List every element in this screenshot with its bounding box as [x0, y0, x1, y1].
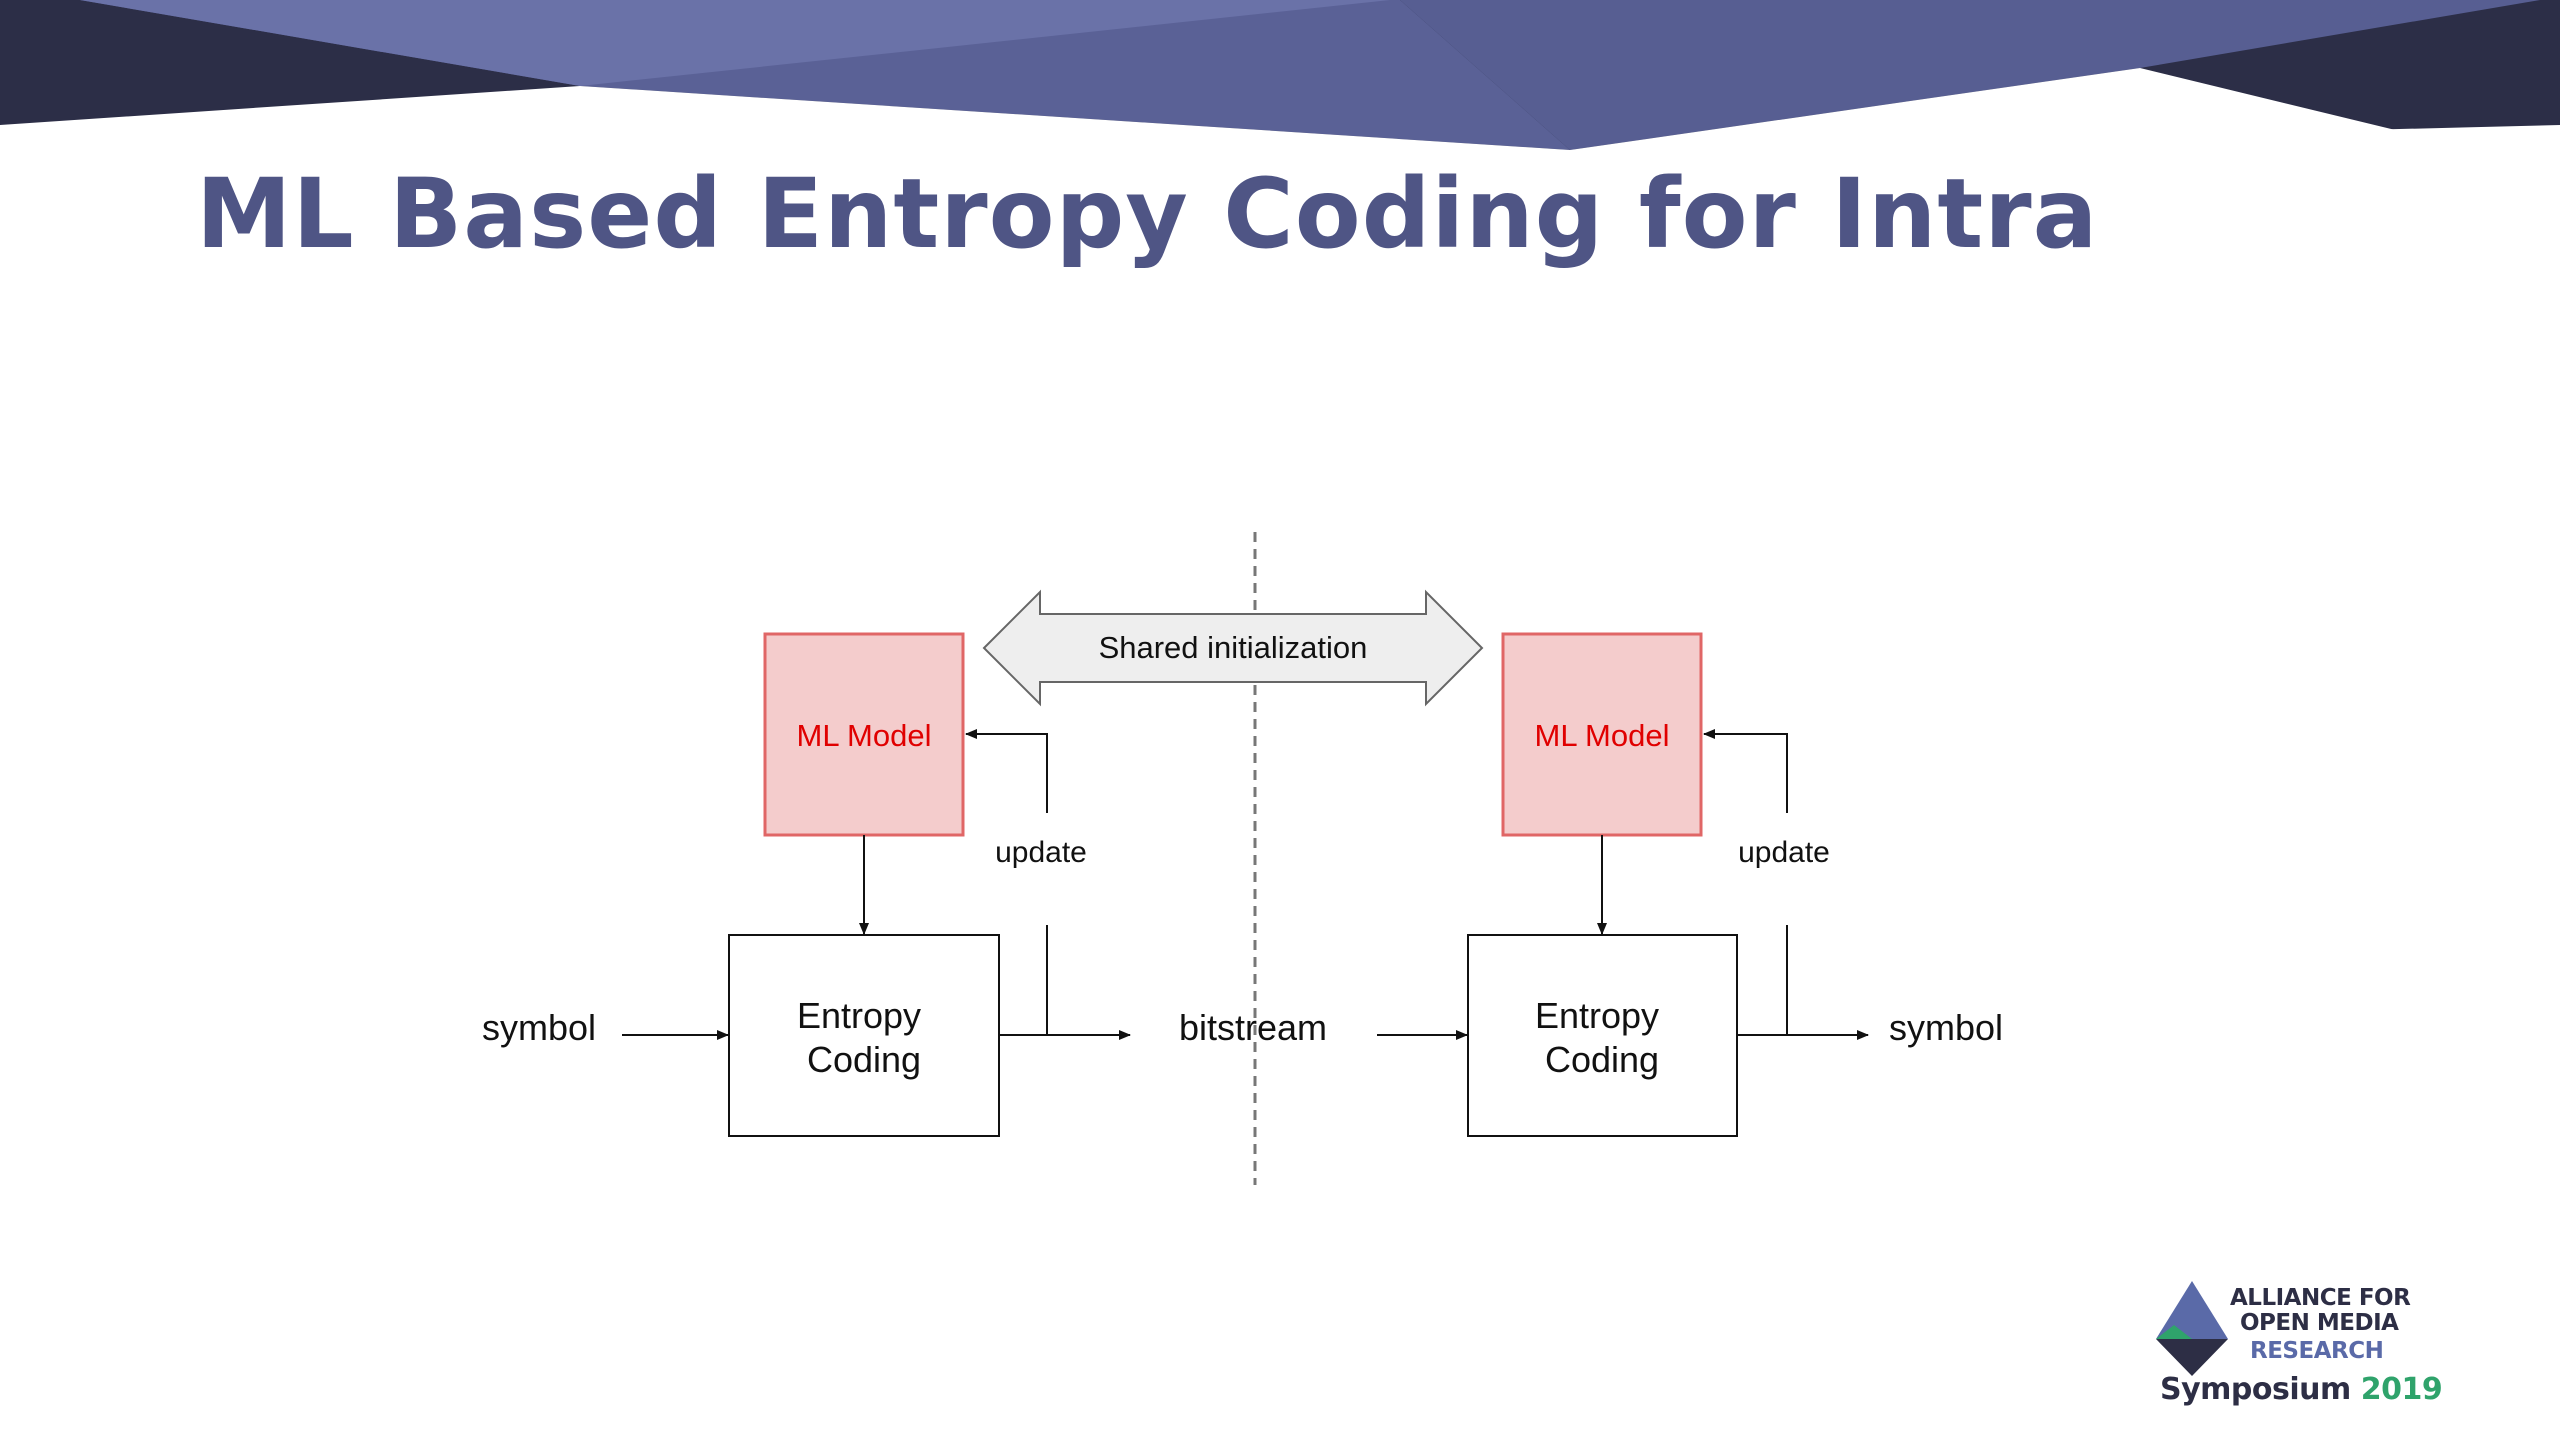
encoder-entropy-line2: Coding: [807, 1039, 921, 1080]
encoder-update-arrow: [965, 729, 1048, 813]
decoder-output-symbol-label: symbol: [1889, 1007, 2003, 1048]
encoder-update-label: update: [995, 836, 1087, 869]
logo-line-4: Symposium 2019: [2160, 1372, 2443, 1407]
encoder-entropy-line1: Entropy: [797, 995, 921, 1036]
decoder-entropy-coding-label: Entropy Coding: [1535, 995, 1669, 1080]
bitstream-label: bitstream: [1179, 1007, 1327, 1048]
encoder-entropy-coding-label: Entropy Coding: [797, 995, 931, 1080]
encoder: ML Model Entropy Coding symbol update: [482, 632, 1131, 1137]
decoder-update-arrow: [1703, 729, 1788, 813]
decoder-ml-model-label: ML Model: [1535, 718, 1670, 753]
slide-title: ML Based Entropy Coding for Intra: [196, 158, 2099, 270]
banner-right-facet: [1400, 0, 2540, 150]
logo-year: 2019: [2360, 1372, 2443, 1407]
logo-symposium-word: Symposium: [2160, 1372, 2351, 1407]
shared-initialization-arrow: Shared initialization: [982, 589, 1484, 707]
logo-line-1: ALLIANCE FOR: [2230, 1285, 2411, 1311]
decoder-entropy-line2: Coding: [1545, 1039, 1659, 1080]
encoder-input-symbol-label: symbol: [482, 1007, 596, 1048]
banner-white-wedge: [0, 68, 2560, 180]
decoder-entropy-coding-box: [1467, 934, 1738, 1137]
logo-line-3: RESEARCH: [2250, 1338, 2384, 1364]
encoder-ml-model-label: ML Model: [797, 718, 932, 753]
header-banner: [0, 0, 2560, 180]
decoder-update-label: update: [1738, 836, 1830, 869]
logo-line-2: OPEN MEDIA: [2240, 1310, 2399, 1336]
decoder-entropy-line1: Entropy: [1535, 995, 1659, 1036]
shared-initialization-label: Shared initialization: [1099, 630, 1368, 665]
decoder: ML Model Entropy Coding symbol update: [1377, 632, 2003, 1137]
aom-logo-mark-icon: [2156, 1281, 2228, 1376]
encoder-ml-model-box: [763, 632, 965, 837]
decoder-ml-model-box: [1501, 632, 1703, 837]
banner-light-facet: [80, 0, 1390, 86]
aom-symposium-logo: ALLIANCE FOR OPEN MEDIA RESEARCH Symposi…: [2150, 1275, 2443, 1415]
